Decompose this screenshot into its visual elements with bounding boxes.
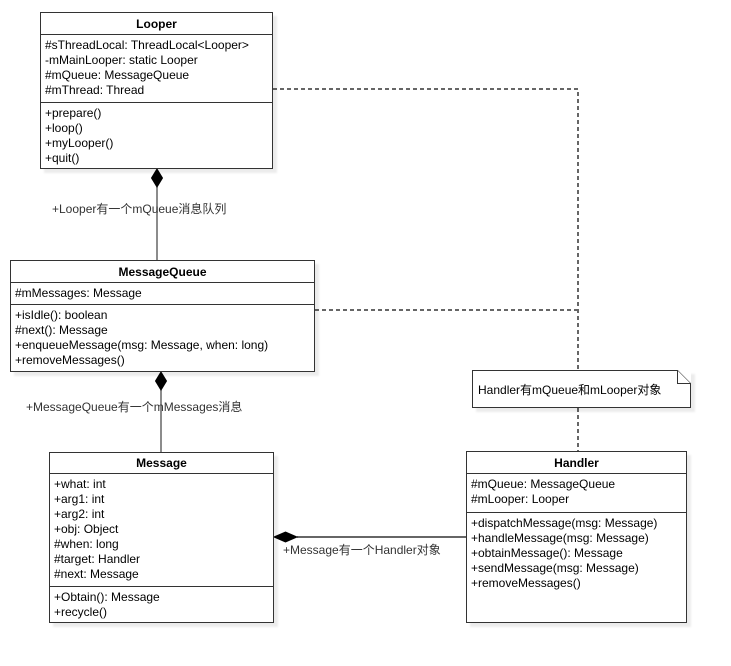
edge-looper-handler-dashed	[273, 88, 579, 370]
note-handler[interactable]: Handler有mQueue和mLooper对象	[472, 370, 691, 408]
attribute: #target: Handler	[54, 552, 141, 566]
edge-label-message-handler[interactable]: +Message有一个Handler对象	[283, 543, 441, 557]
class-looper-attributes: #sThreadLocal: ThreadLocal<Looper> -mMai…	[41, 35, 272, 103]
class-looper-title: Looper	[41, 13, 272, 35]
composition-diamond-message	[272, 531, 299, 543]
method: +recycle()	[54, 605, 108, 619]
class-handler-methods: +dispatchMessage(msg: Message) +handleMe…	[467, 513, 686, 622]
class-message-title: Message	[50, 453, 273, 474]
attribute: #when: long	[54, 537, 119, 551]
class-messagequeue[interactable]: MessageQueue #mMessages: Message +isIdle…	[10, 260, 315, 372]
class-message[interactable]: Message +what: int +arg1: int +arg2: int…	[49, 452, 274, 623]
class-message-methods: +Obtain(): Message +recycle()	[50, 587, 273, 622]
method: +Obtain(): Message	[54, 590, 160, 604]
method: +obtainMessage(): Message	[471, 546, 623, 560]
composition-diamond-messagequeue	[154, 371, 168, 391]
class-messagequeue-attributes: #mMessages: Message	[11, 283, 314, 305]
class-looper[interactable]: Looper #sThreadLocal: ThreadLocal<Looper…	[40, 12, 273, 169]
attribute: #mQueue: MessageQueue	[45, 68, 190, 82]
attribute: #sThreadLocal: ThreadLocal<Looper>	[45, 38, 249, 52]
method: +loop()	[45, 121, 83, 135]
method: +myLooper()	[45, 136, 114, 150]
class-message-attributes: +what: int +arg1: int +arg2: int +obj: O…	[50, 474, 273, 587]
class-handler[interactable]: Handler #mQueue: MessageQueue #mLooper: …	[466, 451, 687, 623]
method: +isIdle(): boolean	[15, 308, 108, 322]
method: #next(): Message	[15, 323, 108, 337]
method: +handleMessage(msg: Message)	[471, 531, 649, 545]
class-handler-title: Handler	[467, 452, 686, 474]
edge-label-looper-mqueue[interactable]: +Looper有一个mQueue消息队列	[52, 202, 227, 216]
note-text: Handler有mQueue和mLooper对象	[478, 382, 662, 397]
method: +enqueueMessage(msg: Message, when: long…	[15, 338, 269, 352]
attribute: #mLooper: Looper	[471, 492, 570, 506]
class-handler-attributes: #mQueue: MessageQueue #mLooper: Looper	[467, 474, 686, 513]
attribute: #mThread: Thread	[45, 83, 145, 97]
class-looper-methods: +prepare() +loop() +myLooper() +quit()	[41, 103, 272, 168]
class-messagequeue-title: MessageQueue	[11, 261, 314, 283]
method: +removeMessages()	[471, 576, 581, 590]
method: +sendMessage(msg: Message)	[471, 561, 639, 575]
attribute: #next: Message	[54, 567, 139, 581]
method: +removeMessages()	[15, 353, 125, 367]
attribute: -mMainLooper: static Looper	[45, 53, 198, 67]
method: +prepare()	[45, 106, 102, 120]
attribute: +arg1: int	[54, 492, 105, 506]
attribute: #mMessages: Message	[15, 286, 142, 300]
method: +quit()	[45, 151, 80, 165]
attribute: +obj: Object	[54, 522, 119, 536]
attribute: +what: int	[54, 477, 106, 491]
class-messagequeue-methods: +isIdle(): boolean #next(): Message +enq…	[11, 305, 314, 371]
composition-diamond-looper	[150, 168, 164, 188]
note-outline	[472, 370, 691, 408]
attribute: +arg2: int	[54, 507, 105, 521]
edge-label-messagequeue-mmessages[interactable]: +MessageQueue有一个mMessages消息	[26, 400, 243, 414]
method: +dispatchMessage(msg: Message)	[471, 516, 658, 530]
attribute: #mQueue: MessageQueue	[471, 477, 616, 491]
